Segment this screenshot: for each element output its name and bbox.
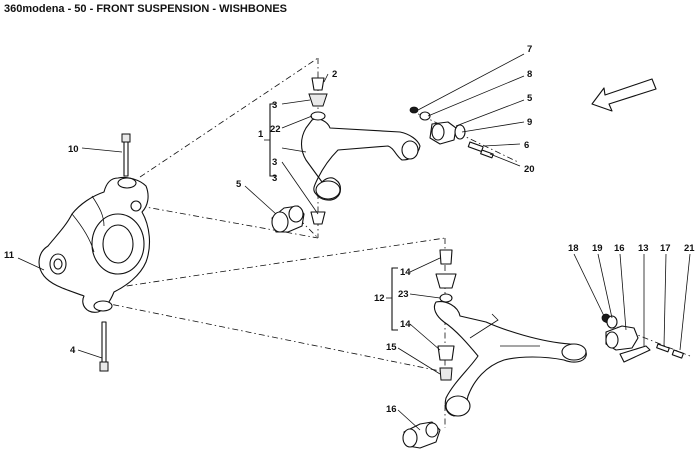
callout-16-right: 16 xyxy=(614,243,625,254)
callout-15: 15 xyxy=(386,342,397,353)
callout-20: 20 xyxy=(524,164,535,175)
callout-21: 21 xyxy=(684,243,695,254)
callout-3-upper-low: 3 xyxy=(272,173,277,184)
callout-11: 11 xyxy=(4,250,15,261)
callout-labels: 2 3 1 22 3 3 5 10 11 4 7 8 5 9 6 20 14 1… xyxy=(4,44,695,415)
callout-1: 1 xyxy=(258,129,264,140)
callout-13: 13 xyxy=(638,243,649,254)
leader-lines xyxy=(17,53,691,431)
callout-5-right: 5 xyxy=(527,93,533,104)
rear-bushing-group xyxy=(601,313,684,363)
callout-8: 8 xyxy=(527,69,532,80)
callout-3-upper-top: 3 xyxy=(272,100,277,111)
callout-5-left: 5 xyxy=(236,179,242,190)
callout-12: 12 xyxy=(374,293,385,304)
page-title: 360modena - 50 - FRONT SUSPENSION - WISH… xyxy=(4,3,287,15)
callout-23: 23 xyxy=(398,289,409,300)
bolt-4 xyxy=(99,321,109,372)
callout-9: 9 xyxy=(527,117,532,128)
callout-3-upper-mid: 3 xyxy=(272,157,277,168)
lower-wishbone xyxy=(433,301,587,417)
direction-arrow-icon xyxy=(591,78,657,112)
callout-17: 17 xyxy=(660,243,671,254)
lower-ball-joint-stack xyxy=(435,249,457,381)
upper-wishbone xyxy=(300,118,421,201)
bracket-1 xyxy=(264,103,276,177)
upper-right-bushing-group xyxy=(409,106,494,159)
hub-carrier xyxy=(38,176,151,313)
callout-7: 7 xyxy=(527,44,532,55)
callout-14-bottom: 14 xyxy=(400,319,411,330)
callout-4: 4 xyxy=(70,345,76,356)
bushing-5-left xyxy=(271,205,305,233)
callout-16-lower: 16 xyxy=(386,404,397,415)
callout-6: 6 xyxy=(524,140,529,151)
callout-22: 22 xyxy=(270,124,281,135)
upper-ball-joint-stack xyxy=(308,77,328,225)
callout-10: 10 xyxy=(68,144,79,155)
bolt-10 xyxy=(121,133,131,177)
callout-14-top: 14 xyxy=(400,267,411,278)
callout-2: 2 xyxy=(332,69,337,80)
callout-18: 18 xyxy=(568,243,579,254)
bracket-12 xyxy=(386,267,398,331)
callout-19: 19 xyxy=(592,243,603,254)
bushing-16-lower xyxy=(402,421,441,449)
